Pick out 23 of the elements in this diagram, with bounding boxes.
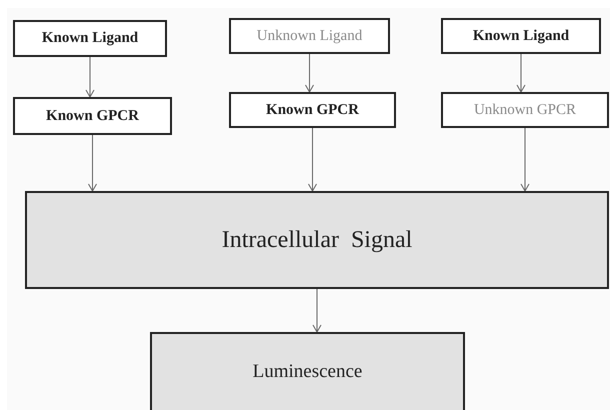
box-label: Luminescence: [252, 360, 362, 384]
box-label: Unknown GPCR: [474, 100, 576, 120]
arrow: [86, 56, 94, 98]
arrow: [305, 54, 314, 92]
process-box: [150, 332, 465, 410]
process-box: [229, 92, 396, 128]
box-label: Intracellular Signal: [222, 226, 412, 255]
arrow: [88, 134, 97, 192]
process-box: [13, 97, 172, 135]
box-label: Unknown Ligand: [256, 26, 362, 46]
process-box: [13, 20, 167, 57]
box-label: Known Ligand: [42, 29, 138, 48]
box-label: Known Ligand: [472, 26, 570, 46]
arrow: [516, 54, 526, 92]
process-box: [25, 191, 609, 289]
process-box: [441, 92, 609, 128]
arrow: [308, 128, 317, 192]
box-label: Known GPCR: [266, 100, 359, 120]
arrow: [520, 128, 530, 192]
box-label: Known GPCR: [46, 106, 139, 126]
process-box: [229, 18, 390, 54]
arrow: [312, 288, 322, 332]
process-box: [441, 18, 601, 54]
